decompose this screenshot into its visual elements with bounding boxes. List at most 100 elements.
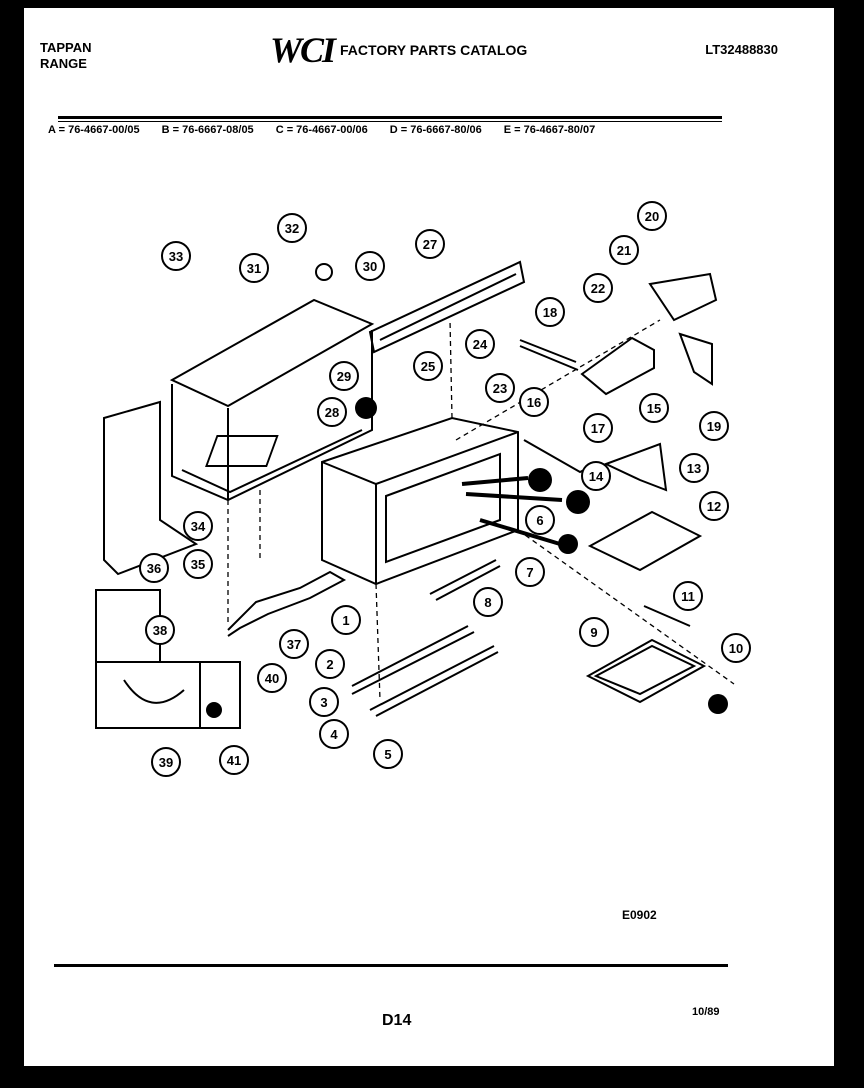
cabinet-top-module <box>205 435 279 467</box>
svg-text:2: 2 <box>326 657 333 672</box>
svg-text:33: 33 <box>169 249 183 264</box>
callout-16: 16 <box>519 387 549 417</box>
diagram-code: E0902 <box>622 908 657 922</box>
variant-c: C = 76-4667-00/06 <box>275 124 368 136</box>
callout-39: 39 <box>151 747 181 777</box>
bracket-13 <box>603 442 668 492</box>
footer-rule <box>54 964 728 967</box>
svg-text:38: 38 <box>153 623 167 638</box>
svg-text:15: 15 <box>647 401 661 416</box>
brand-line-2: RANGE <box>40 56 87 71</box>
callout-6: 6 <box>525 505 555 535</box>
variant-b: B = 76-6667-08/05 <box>161 124 254 136</box>
svg-text:13: 13 <box>687 461 701 476</box>
svg-text:19: 19 <box>707 419 721 434</box>
callout-10: 10 <box>721 633 751 663</box>
top-panel <box>169 298 375 408</box>
svg-text:12: 12 <box>707 499 721 514</box>
catalog-title-block: WCI FACTORY PARTS CATALOG <box>270 30 527 70</box>
leader-lines <box>227 319 735 701</box>
svg-text:34: 34 <box>191 519 206 534</box>
svg-text:40: 40 <box>265 671 279 686</box>
variant-e: E = 76-4667-80/07 <box>503 124 596 136</box>
svg-text:22: 22 <box>591 281 605 296</box>
callout-30: 30 <box>355 251 385 281</box>
callout-5: 5 <box>373 739 403 769</box>
side-panel <box>103 400 199 576</box>
svg-text:28: 28 <box>325 405 339 420</box>
callout-11: 11 <box>673 581 703 611</box>
rod-11 <box>643 605 691 627</box>
callout-12: 12 <box>699 491 729 521</box>
strip-4 <box>369 645 495 711</box>
callout-18: 18 <box>535 297 565 327</box>
brand-line-1: TAPPAN <box>40 40 92 55</box>
rail-27 <box>368 260 526 354</box>
callout-25: 25 <box>413 351 443 381</box>
tray-9 <box>585 638 707 704</box>
callout-31: 31 <box>239 253 269 283</box>
svg-text:29: 29 <box>337 369 351 384</box>
svg-text:14: 14 <box>589 469 604 484</box>
round-parts <box>206 263 728 718</box>
burner-leads <box>461 476 563 546</box>
callout-14: 14 <box>581 461 611 491</box>
callout-1: 1 <box>331 605 361 635</box>
callout-7: 7 <box>515 557 545 587</box>
svg-text:36: 36 <box>147 561 161 576</box>
svg-text:17: 17 <box>591 421 605 436</box>
svg-text:23: 23 <box>493 381 507 396</box>
svg-text:27: 27 <box>423 237 437 252</box>
callout-15: 15 <box>639 393 669 423</box>
svg-text:31: 31 <box>247 261 261 276</box>
svg-text:16: 16 <box>527 395 541 410</box>
strip-8 <box>429 559 497 595</box>
wire-39 <box>123 679 185 704</box>
rack-37 <box>227 570 347 637</box>
callout-24: 24 <box>465 329 495 359</box>
svg-text:3: 3 <box>320 695 327 710</box>
svg-text:30: 30 <box>363 259 377 274</box>
callout-3: 3 <box>309 687 339 717</box>
callout-38: 38 <box>145 615 175 645</box>
plate-22 <box>580 336 655 396</box>
svg-text:9: 9 <box>590 625 597 640</box>
print-date: 10/89 <box>692 1006 720 1018</box>
callout-40: 40 <box>257 663 287 693</box>
callout-23: 23 <box>485 373 515 403</box>
callout-41: 41 <box>219 745 249 775</box>
strip-5 <box>375 651 499 717</box>
svg-text:18: 18 <box>543 305 557 320</box>
bracket-20 <box>648 272 718 322</box>
header-rule-top <box>58 116 722 119</box>
callout-33: 33 <box>161 241 191 271</box>
callout-8: 8 <box>473 587 503 617</box>
tray-9-inner <box>593 644 697 696</box>
svg-text:24: 24 <box>473 337 488 352</box>
variant-list: A = 76-4667-00/05 B = 76-6667-08/05 C = … <box>48 124 748 136</box>
wiring-box-lower <box>95 661 241 729</box>
svg-text:6: 6 <box>536 513 543 528</box>
callout-22: 22 <box>583 273 613 303</box>
svg-text:41: 41 <box>227 753 241 768</box>
wci-logo: WCI <box>270 30 336 70</box>
callout-29: 29 <box>329 361 359 391</box>
callout-36: 36 <box>139 553 169 583</box>
cabinet-opening <box>385 452 501 564</box>
svg-text:7: 7 <box>526 565 533 580</box>
svg-text:39: 39 <box>159 755 173 770</box>
callout-37: 37 <box>279 629 309 659</box>
callout-28: 28 <box>317 397 347 427</box>
callout-4: 4 <box>319 719 349 749</box>
rod-18 <box>519 345 579 371</box>
callout-9: 9 <box>579 617 609 647</box>
svg-text:1: 1 <box>342 613 349 628</box>
svg-text:20: 20 <box>645 209 659 224</box>
model-number: LT32488830 <box>705 42 778 57</box>
header-rule-bottom <box>58 121 722 122</box>
strip-3 <box>351 631 475 695</box>
svg-text:11: 11 <box>681 589 695 604</box>
svg-text:25: 25 <box>421 359 435 374</box>
svg-text:37: 37 <box>287 637 301 652</box>
